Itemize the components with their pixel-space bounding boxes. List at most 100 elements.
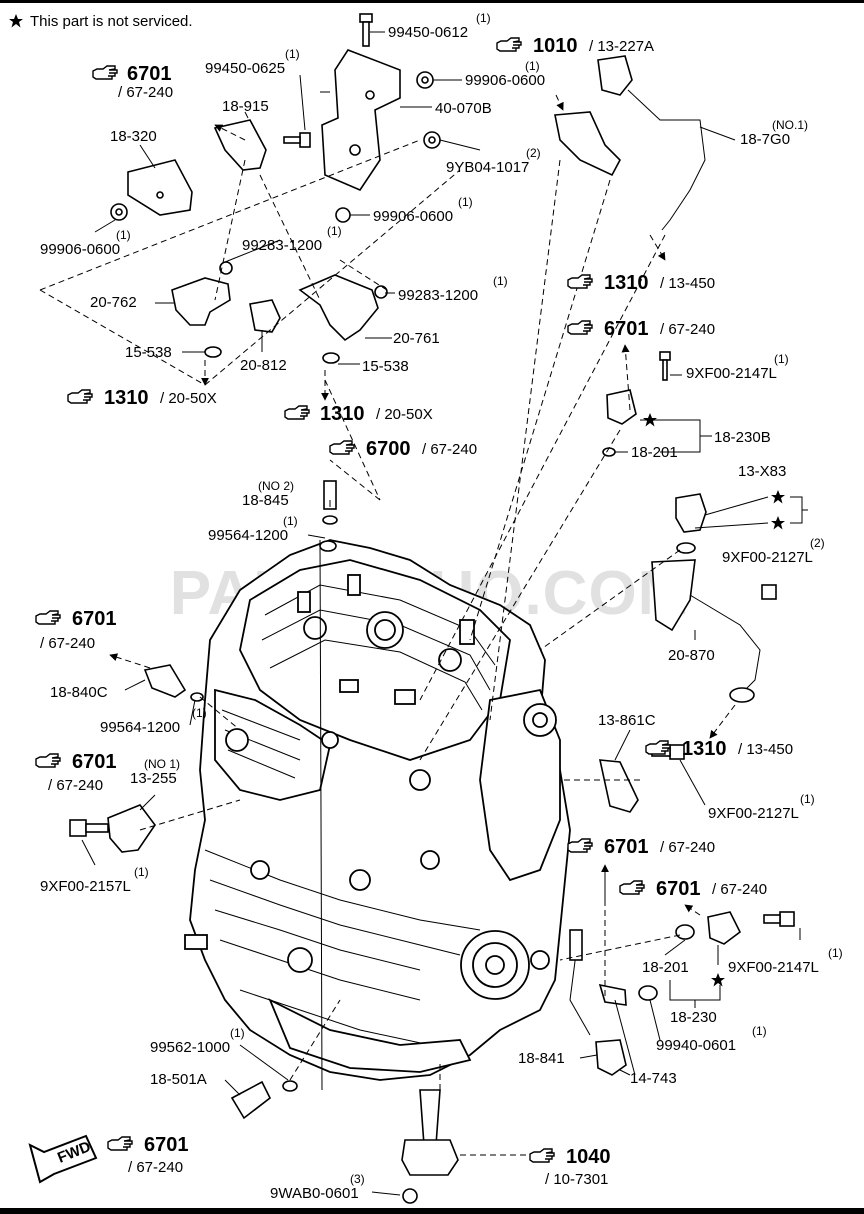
part-code: 18-7G0 (740, 131, 790, 148)
not-serviced-note: This part is not serviced. (30, 13, 193, 30)
part-quantity: (1) (800, 792, 815, 806)
part-code: 18-230 (670, 1009, 717, 1026)
reference-number: 6701 (72, 751, 117, 773)
reference-callout[interactable]: 1310/ 13-450 (645, 738, 793, 760)
pointing-hand-icon (567, 320, 593, 335)
part-quantity: (1) (192, 706, 207, 720)
reference-callout[interactable]: 6701/ 67-240 (567, 836, 715, 858)
part-code: 9XF00-2127L (708, 805, 799, 822)
part-code: 99562-1000 (150, 1039, 230, 1056)
part-code: 99564-1200 (208, 527, 288, 544)
reference-number: 6701 (656, 878, 701, 900)
reference-page: / 13-450 (660, 275, 715, 292)
part-quantity: (1) (493, 274, 508, 288)
part-quantity: (1) (525, 59, 540, 73)
pointing-hand-icon (329, 440, 355, 455)
part-code: 99450-0612 (388, 24, 468, 41)
leader-lines (39, 31, 808, 1196)
part-quantity: (NO 1) (144, 757, 180, 771)
part-code: 18-845 (242, 492, 289, 509)
part-code: 9XF00-2147L (728, 959, 819, 976)
reference-number: 1310 (320, 403, 365, 425)
part-code: 99906-0600 (465, 72, 545, 89)
reference-callout[interactable]: 1010/ 13-227A (496, 35, 654, 57)
reference-number: 1310 (604, 272, 649, 294)
part-code: 18-915 (222, 98, 269, 115)
reference-callout[interactable]: 6700 / 67-240 (329, 438, 477, 460)
reference-page: / 10-7301 (545, 1171, 608, 1188)
part-quantity: (1) (828, 946, 843, 960)
reference-number: 1040 (566, 1146, 611, 1168)
part-code: 99450-0625 (205, 60, 285, 77)
part-quantity: (1) (230, 1026, 245, 1040)
reference-callout[interactable]: 6701 / 67-240 (35, 608, 117, 652)
reference-callout[interactable]: 1310 / 20-50X (284, 403, 433, 425)
reference-page: / 13-450 (738, 741, 793, 758)
part-code: 20-762 (90, 294, 137, 311)
reference-number: 6701 (144, 1134, 189, 1156)
pointing-hand-icon (619, 880, 645, 895)
reference-page: / 67-240 (40, 635, 95, 652)
part-quantity: (1) (774, 352, 789, 366)
pointing-hand-icon (92, 65, 118, 80)
part-code: 99564-1200 (100, 719, 180, 736)
part-code: 9WAB0-0601 (270, 1185, 359, 1202)
reference-number: 6701 (127, 63, 172, 85)
part-quantity: (1) (752, 1024, 767, 1038)
part-quantity: (1) (327, 224, 342, 238)
reference-page: / 13-227A (589, 38, 654, 55)
pointing-hand-icon (567, 274, 593, 289)
part-code: 9XF00-2127L (722, 549, 813, 566)
reference-callout[interactable]: 1310 / 20-50X (67, 387, 217, 409)
reference-page: / 67-240 (118, 84, 173, 101)
pointing-hand-icon (67, 389, 93, 404)
part-code: 13-861C (598, 712, 656, 729)
reference-page: / 20-50X (376, 406, 433, 423)
component-sketches (69, 13, 795, 1204)
part-code: 9XF00-2147L (686, 365, 777, 382)
part-code: 20-870 (668, 647, 715, 664)
fwd-arrow: FWD (28, 1134, 98, 1184)
part-code: 18-841 (518, 1050, 565, 1067)
reference-callout[interactable]: 1040 / 10-7301 (529, 1146, 611, 1188)
reference-page: / 67-240 (422, 441, 477, 458)
part-code: 18-201 (642, 959, 689, 976)
part-quantity: (NO.1) (772, 118, 808, 132)
pointing-hand-icon (567, 838, 593, 853)
reference-number: 6701 (604, 318, 649, 340)
reference-page: / 67-240 (712, 881, 767, 898)
part-code: 9XF00-2157L (40, 878, 131, 895)
part-code: 99283-1200 (398, 287, 478, 304)
part-code: 40-070B (435, 100, 492, 117)
part-quantity: (NO 2) (258, 479, 294, 493)
part-code: 20-812 (240, 357, 287, 374)
part-quantity: (1) (458, 195, 473, 209)
part-code: 15-538 (362, 358, 409, 375)
part-quantity: (1) (476, 11, 491, 25)
reference-callout[interactable]: 6701/ 67-240 (35, 751, 117, 794)
part-code: 18-320 (110, 128, 157, 145)
reference-callout[interactable]: 6701/ 67-240 (92, 63, 173, 101)
reference-page: / 67-240 (660, 321, 715, 338)
reference-page: / 20-50X (160, 390, 217, 407)
reference-callout[interactable]: 6701 / 67-240 (567, 318, 715, 340)
reference-callout[interactable]: 6701/ 67-240 (107, 1134, 189, 1176)
reference-callout[interactable]: 1310 / 13-450 (567, 272, 715, 294)
pointing-hand-icon (35, 753, 61, 768)
reference-number: 1310 (104, 387, 149, 409)
part-quantity: (1) (134, 865, 149, 879)
part-code: 20-761 (393, 330, 440, 347)
part-code: 9YB04-1017 (446, 159, 529, 176)
engine-illustration (184, 539, 571, 1091)
reference-number: 6700 (366, 438, 411, 460)
reference-callout[interactable]: 6701 / 67-240 (619, 878, 767, 900)
part-code: 13-255 (130, 770, 177, 787)
part-labels: 99450-0612(1)99906-0600(1)40-070B99450-0… (40, 11, 843, 1202)
part-code: 14-743 (630, 1070, 677, 1087)
reference-number: 6701 (604, 836, 649, 858)
pointing-hand-icon (107, 1136, 133, 1151)
reference-number: 6701 (72, 608, 117, 630)
part-code: 99906-0600 (373, 208, 453, 225)
